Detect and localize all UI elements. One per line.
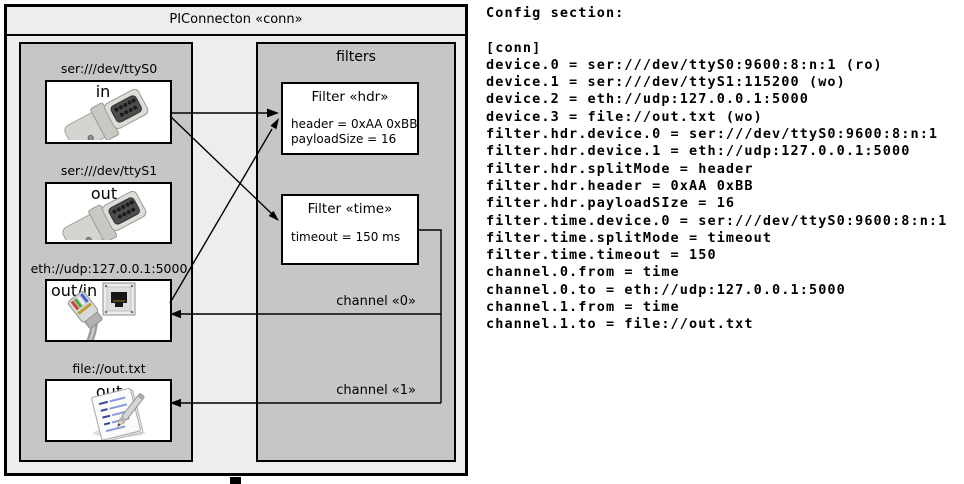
device-box-ttyS0: in: [45, 80, 172, 144]
filter-box-hdr: Filter «hdr» header = 0xAA 0xBB payloadS…: [281, 82, 419, 155]
filter-hdr-title: Filter «hdr»: [311, 89, 389, 105]
device-box-file: out: [45, 379, 172, 442]
ethernet-connector-icon: [67, 282, 136, 340]
filter-box-time: Filter «time» timeout = 150 ms: [281, 194, 419, 265]
filters-panel: filters Filter «hdr» header = 0xAA 0xBB …: [256, 42, 456, 462]
device-label-ttyS1: ser:///dev/ttyS1: [60, 163, 158, 178]
config-section-text: Config section: [conn] device.0 = ser://…: [486, 5, 948, 333]
filter-time-timeout-property: timeout = 150 ms: [291, 230, 401, 244]
device-port-direction: in: [95, 82, 111, 101]
page-edge-mark: [230, 477, 241, 484]
devices-panel: ser:///dev/ttyS0 in: [19, 42, 193, 462]
device-label-eth: eth://udp:127.0.0.1:5000: [30, 261, 188, 276]
filter-hdr-header-property: header = 0xAA 0xBB: [291, 117, 418, 131]
device-box-ttyS1: out: [45, 182, 172, 244]
connector-diagram: PIConnecton «conn» ser:///dev/ttyS0 in: [4, 4, 468, 476]
channel-1-label: channel «1»: [336, 383, 416, 398]
device-box-eth: out/in: [45, 279, 172, 342]
filters-panel-title: filters: [336, 49, 376, 65]
serial-connector-icon: [64, 88, 149, 140]
device-label-file: file://out.txt: [72, 361, 146, 376]
diagram-title: PIConnecton «conn»: [169, 12, 303, 27]
device-port-direction: out: [90, 184, 118, 203]
diagram-title-bar: PIConnecton «conn»: [7, 7, 465, 36]
serial-connector-icon: [62, 190, 147, 240]
filter-hdr-payload-property: payloadSize = 16: [291, 132, 397, 146]
channel-0-label: channel «0»: [336, 294, 416, 309]
notepad-pencil-icon: [91, 387, 145, 440]
filter-time-title: Filter «time»: [307, 201, 393, 217]
device-label-ttyS0: ser:///dev/ttyS0: [60, 61, 158, 76]
